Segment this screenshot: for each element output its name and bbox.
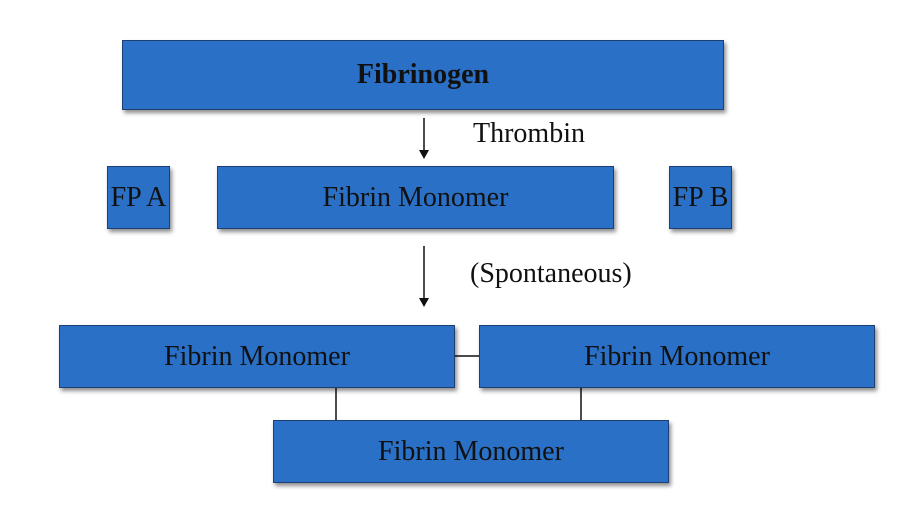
thrombin-label: Thrombin (473, 118, 585, 149)
polymer-bottom-node: Fibrin Monomer (273, 420, 669, 483)
fp-a-label: FP A (110, 181, 167, 213)
fibrinogen-node: Fibrinogen (122, 40, 724, 110)
spontaneous-arrowhead (419, 298, 429, 307)
polymer-left-label: Fibrin Monomer (164, 340, 350, 372)
spontaneous-label: (Spontaneous) (470, 258, 632, 289)
fp-b-label: FP B (672, 181, 729, 213)
fp-b-node: FP B (669, 166, 732, 229)
polymer-bottom-label: Fibrin Monomer (378, 435, 564, 467)
polymer-right-node: Fibrin Monomer (479, 325, 875, 388)
thrombin-arrowhead (419, 150, 429, 159)
fibrinogen-label: Fibrinogen (356, 59, 490, 90)
fibrin-monomer-label: Fibrin Monomer (322, 181, 509, 213)
fibrin-monomer-node: Fibrin Monomer (217, 166, 614, 229)
polymer-right-label: Fibrin Monomer (584, 340, 770, 372)
fp-a-node: FP A (107, 166, 170, 229)
polymer-left-node: Fibrin Monomer (59, 325, 455, 388)
